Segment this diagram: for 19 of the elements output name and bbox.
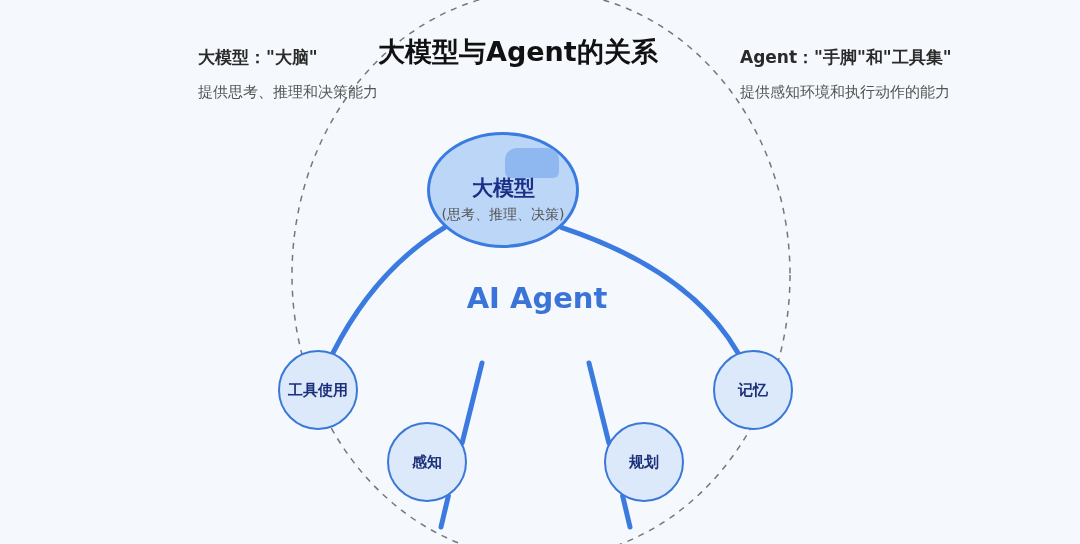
side-description: 提供思考、推理和决策能力 (198, 83, 378, 102)
circle-node (387, 422, 467, 502)
node-title: 大模型 (471, 175, 535, 202)
connector-line (620, 493, 633, 530)
connector-line (459, 360, 485, 446)
side-description: 提供感知环境和执行动作的能力 (740, 83, 950, 102)
node-label: 记忆 (738, 380, 768, 400)
side-heading: Agent："手脚"和"工具集" (740, 46, 952, 69)
side-heading: 大模型："大脑" (198, 46, 318, 69)
node-subtitle: (思考、推理、决策) (441, 206, 565, 224)
agent-title: AI Agent (466, 281, 608, 315)
diagram-title: 大模型与Agent的关系 (378, 35, 658, 69)
node-label: 规划 (629, 452, 659, 472)
connector-line (438, 493, 451, 530)
node-label: 工具使用 (288, 380, 348, 400)
connector-line (558, 224, 741, 356)
node-label: 感知 (412, 452, 442, 472)
connector-line (330, 224, 448, 356)
connector-line (586, 360, 612, 446)
